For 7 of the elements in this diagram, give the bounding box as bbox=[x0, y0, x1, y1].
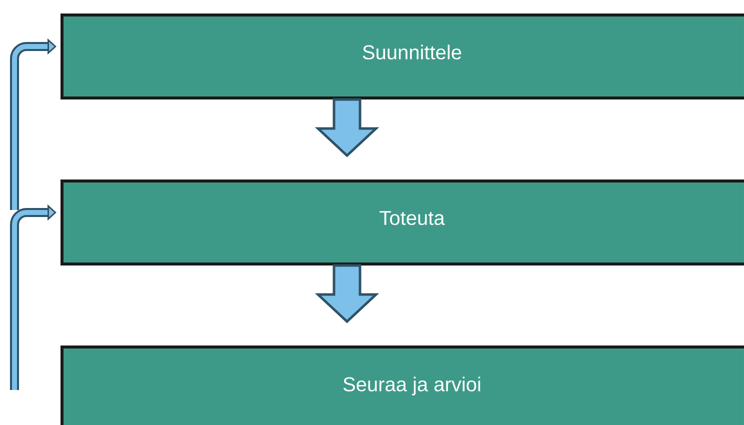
block-arrow bbox=[314, 264, 380, 324]
process-box: Suunnittele bbox=[60, 14, 744, 100]
block-arrow bbox=[314, 98, 380, 158]
bent-arrow bbox=[10, 38, 56, 210]
process-box: Toteuta bbox=[60, 180, 744, 266]
bent-arrow bbox=[10, 204, 56, 390]
process-box: Seuraa ja arvioi bbox=[60, 346, 744, 425]
